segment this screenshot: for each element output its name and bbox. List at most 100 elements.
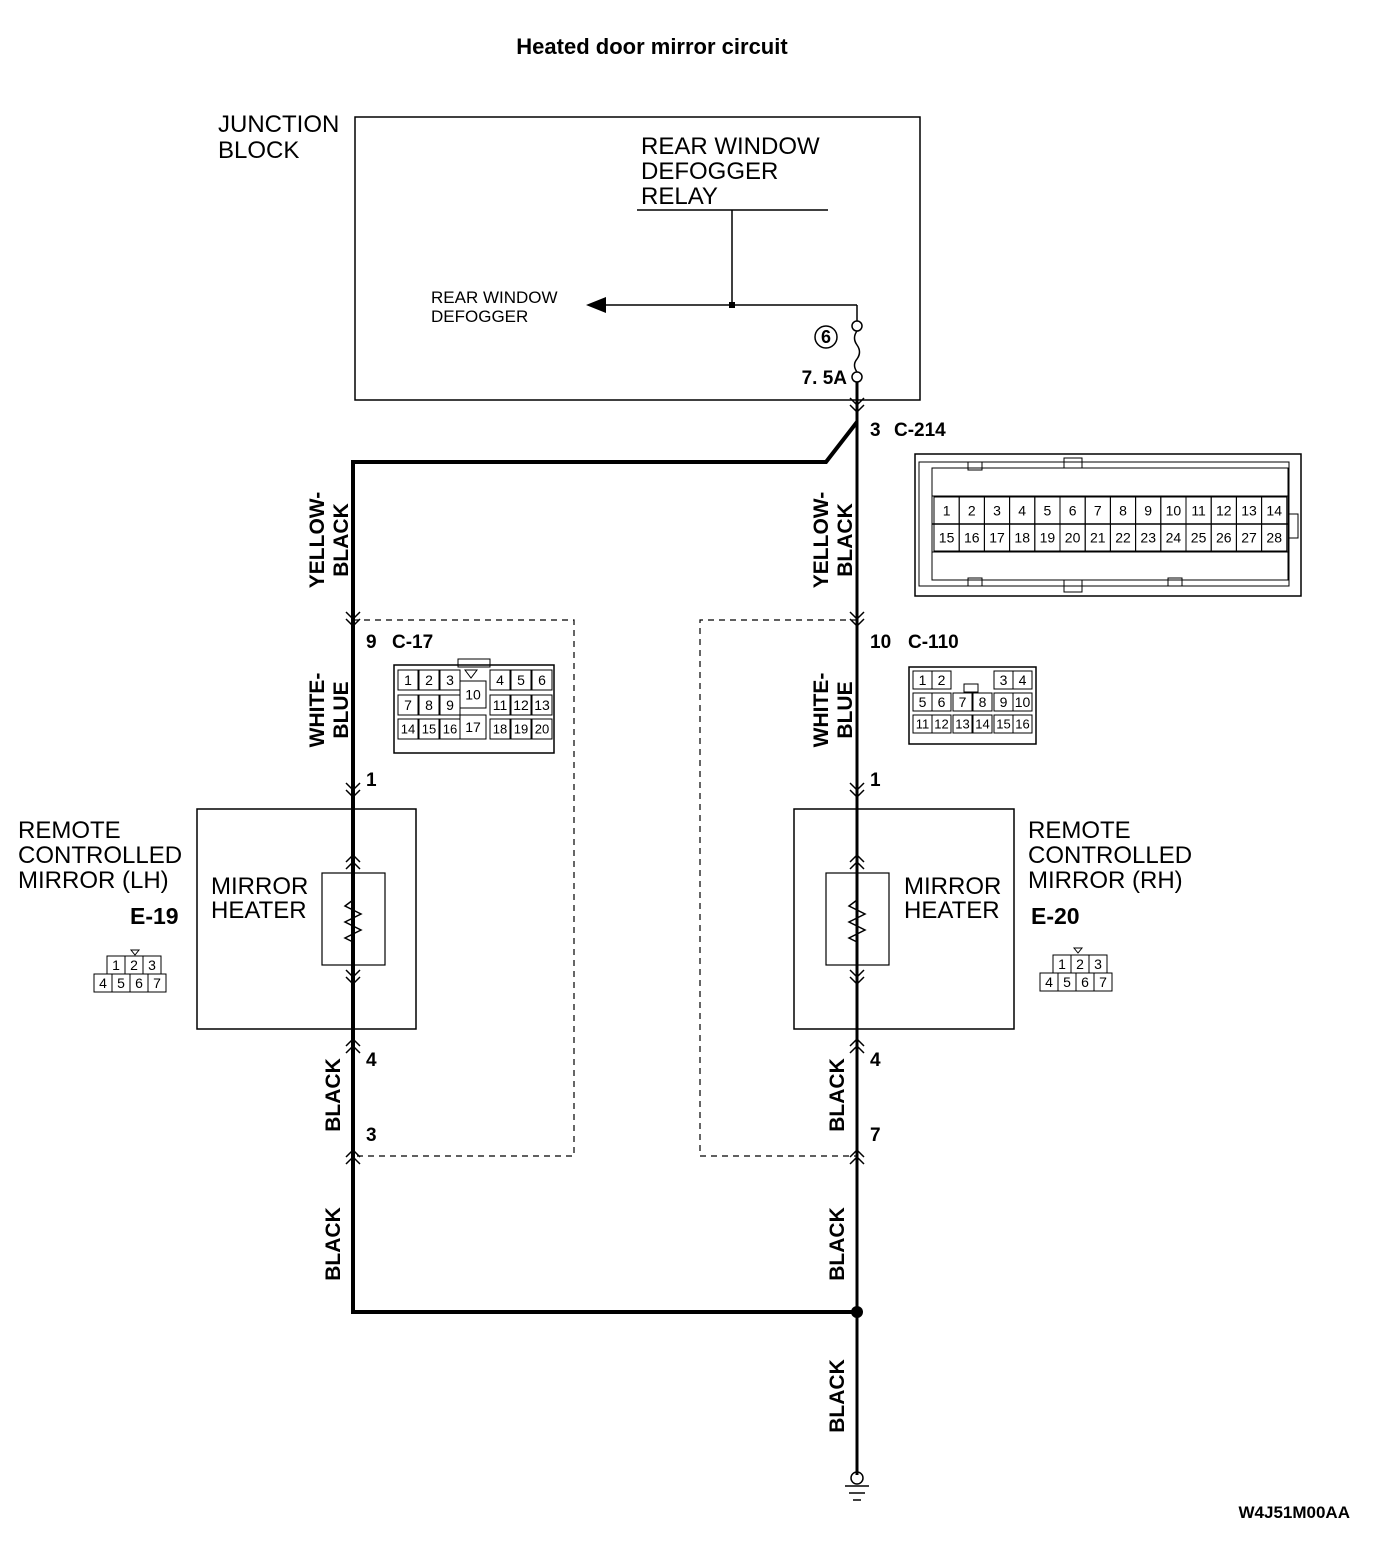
lh-wire-color-black-2: BLACK: [322, 1207, 345, 1281]
heater-lh-label-2: HEATER: [211, 897, 307, 924]
pin-number: 6: [135, 975, 143, 991]
mirror-rh-label-1: REMOTE: [1028, 817, 1131, 844]
pin-number: 28: [1266, 530, 1282, 546]
heater-rh-box: [825, 872, 890, 966]
pin-number: 19: [514, 722, 528, 737]
c110-pin: 10: [870, 632, 891, 653]
fuse-terminal-top: [851, 320, 863, 332]
pin-number: 7: [404, 697, 412, 713]
pin-number: 11: [493, 697, 508, 713]
pin-number: 16: [964, 530, 980, 546]
pin-number: 6: [938, 694, 946, 710]
pin-number: 12: [513, 697, 529, 713]
fuse-number-circle: [814, 325, 838, 349]
mirror-rh-label-2: CONTROLLED: [1028, 842, 1192, 869]
c214-name: C-214: [894, 420, 946, 441]
c110-connector-icon: [908, 666, 1037, 745]
pin-cell: [439, 694, 461, 716]
pin-number: 15: [996, 717, 1010, 732]
pin-number: 8: [1119, 503, 1127, 519]
pin-number: 13: [534, 697, 550, 713]
pin-cell: [531, 718, 553, 740]
relay-label-2: DEFOGGER: [641, 158, 778, 185]
e19-connector-icon: [129, 949, 141, 956]
pin-number: 12: [1216, 503, 1232, 519]
pin-cell: [397, 694, 419, 716]
pin-number: 1: [112, 957, 120, 973]
pin-cell: [931, 670, 952, 690]
lh-ground-pin: 3: [366, 1125, 377, 1146]
e20-connector-icon: [1072, 947, 1084, 954]
pin-cell: [489, 694, 511, 716]
pin-number: 8: [425, 697, 433, 713]
c17-chevron-icon: [345, 611, 361, 628]
pin-number: 20: [1065, 530, 1081, 546]
pin-number: 10: [465, 687, 481, 703]
pin-cell: [931, 714, 952, 734]
heater-rh-resistor-icon: [847, 899, 867, 943]
pin-number: 20: [535, 722, 549, 737]
pin-number: 4: [1045, 974, 1053, 990]
pin-number: 5: [919, 694, 927, 710]
pin-number: 11: [916, 717, 930, 732]
pin-cell: [952, 692, 973, 712]
junction-block-label-2: BLOCK: [218, 137, 299, 164]
pin-number: 8: [979, 694, 987, 710]
pin-cell: [418, 669, 440, 691]
relay-label-3: RELAY: [641, 183, 718, 210]
pin-number: 5: [1063, 974, 1071, 990]
pin-cell: [489, 669, 511, 691]
e20-name: E-20: [1031, 903, 1080, 929]
pin-number: 16: [443, 722, 457, 737]
pin-number: 19: [1040, 530, 1056, 546]
pin-number: 3: [993, 503, 1001, 519]
c110-name: C-110: [908, 632, 959, 653]
pin-cell: [1261, 523, 1288, 552]
pin-cell: [439, 669, 461, 691]
pin-number: 13: [1241, 503, 1257, 519]
wire-color-label: WHITE-: [306, 673, 329, 748]
pin-cell: [531, 669, 553, 691]
pin-number: 1: [919, 672, 927, 688]
figure-code: W4J51M00AA: [1239, 1503, 1351, 1522]
wire-color-label: BLACK: [826, 1058, 849, 1132]
rh-ground-chevron-icon: [849, 1148, 865, 1165]
pin-number: 5: [1044, 503, 1052, 519]
pin-number: 18: [1014, 530, 1030, 546]
mirror-rh-label-3: MIRROR (RH): [1028, 867, 1183, 894]
left-feed-wire: [351, 420, 859, 1314]
heater-lh-box: [321, 872, 386, 966]
rh-pin-out: 4: [870, 1050, 881, 1071]
left-door-harness-boundary: [353, 619, 575, 1157]
wire-color-label: BLACK: [826, 1207, 849, 1281]
mirror-lh-box: [196, 808, 417, 1030]
pin-cell: [510, 669, 532, 691]
lh-pin-out: 4: [366, 1050, 377, 1071]
right-wire-color-yellow-black: YELLOW- BLACK: [810, 492, 857, 588]
pin-number: 22: [1115, 530, 1131, 546]
pin-number: 7: [1094, 503, 1102, 519]
pin-cell: [1012, 670, 1033, 690]
c17-connector-icon: [393, 658, 555, 754]
pin-number: 15: [422, 722, 436, 737]
pin-number: 18: [493, 722, 507, 737]
pin-number: 5: [117, 975, 125, 991]
pin-number: 14: [401, 722, 415, 737]
rh-ground-pin: 7: [870, 1125, 881, 1146]
relay-label-1: REAR WINDOW: [641, 133, 820, 160]
mirror-rh-box: [793, 808, 1015, 1030]
pin-number: 7: [1099, 974, 1107, 990]
c17-pin: 9: [366, 632, 377, 653]
pin-number: 1: [943, 503, 951, 519]
defogger-label-2: DEFOGGER: [431, 307, 528, 326]
pin-cell: [397, 669, 419, 691]
pin-cell: [459, 714, 487, 740]
c214-pin: 3: [870, 420, 881, 441]
heater-rh-label-1: MIRROR: [904, 873, 1001, 900]
pin-number: 2: [425, 672, 433, 688]
